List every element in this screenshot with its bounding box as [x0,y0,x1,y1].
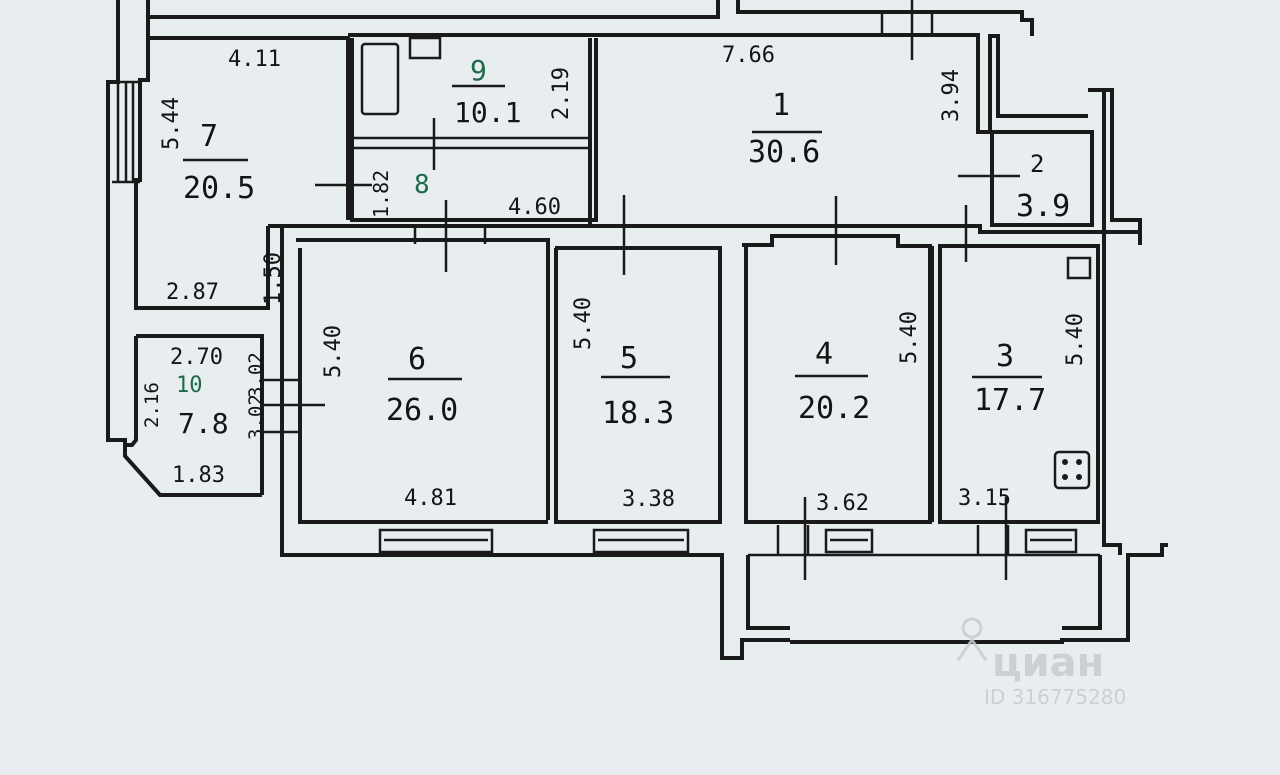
room-10: 10 7.8 [176,373,229,440]
room-1-area: 30.6 [748,135,820,170]
room-9-number: 9 [470,54,487,87]
watermark: циан ID 316775280 [956,617,1126,709]
dim-r7-side: 5.44 [159,97,184,150]
dim-r1-side: 3.94 [939,69,964,122]
dim-r3-bottom: 3.15 [958,486,1011,511]
room-8: 8 [414,170,430,200]
fixtures [360,36,1092,490]
bathtub-icon [360,42,400,116]
room-4-area: 20.2 [798,391,870,426]
room-5-number: 5 [620,341,638,376]
dim-r6-bottom: 4.81 [404,486,457,511]
dim-r4-bottom: 3.62 [816,491,869,516]
room-7: 7 20.5 [183,119,255,206]
dim-r10-right-upper: 3.02 [245,352,267,398]
dim-r10-bottom: 1.83 [172,463,225,488]
room-9-area: 10.1 [454,96,521,129]
room-7-area: 20.5 [183,171,255,206]
room-10-area: 7.8 [178,407,229,440]
room-4-number: 4 [815,337,833,372]
dim-r8-side: 1.82 [369,170,393,218]
door-marks [315,0,1020,580]
dim-r1-top: 7.66 [722,43,775,68]
dim-r10-right-lower: 3.02 [245,394,267,440]
dim-r10-top: 2.70 [170,345,223,370]
dim-r7-bottom: 2.87 [166,280,219,305]
room-1-number: 1 [772,88,790,123]
vent-icon [1066,256,1092,280]
dimensions: 4.11 5.44 2.87 1.50 2.19 1.82 4.60 7.66 … [141,43,1088,516]
dim-r5-side: 5.40 [571,297,596,350]
room-6: 6 26.0 [386,342,458,428]
room-10-number: 10 [176,373,203,398]
room-6-area: 26.0 [386,393,458,428]
stove-icon [1053,450,1091,490]
room-2-area: 3.9 [1016,189,1070,224]
cian-logo-icon [956,617,988,661]
room-2: 2 3.9 [1016,150,1070,224]
room-8-number: 8 [414,170,430,200]
room-3-area: 17.7 [974,383,1046,418]
room-5: 5 18.3 [602,341,674,431]
dim-r3-side: 5.40 [1063,313,1088,366]
room-3: 3 17.7 [974,339,1046,418]
room-4: 4 20.2 [798,337,870,426]
dim-r5-bottom: 3.38 [622,487,675,512]
room-1: 1 30.6 [748,88,820,170]
room-3-number: 3 [996,339,1014,374]
room-6-number: 6 [408,342,426,377]
dim-r6-side: 5.40 [321,325,346,378]
dim-r8-bottom: 4.60 [508,195,561,220]
sink-icon [408,36,442,60]
walls [106,0,1168,660]
watermark-brand: циан [992,640,1104,686]
dim-r7-top: 4.11 [228,47,281,72]
room-5-area: 18.3 [602,396,674,431]
dim-r7-corridor: 1.50 [261,252,286,305]
dim-r4-side: 5.40 [897,311,922,364]
room-2-number: 2 [1030,150,1044,178]
room-9: 9 10.1 [454,54,521,129]
watermark-id: ID 316775280 [984,685,1126,709]
dim-r10-left: 2.16 [141,382,163,428]
dim-r9-side: 2.19 [549,67,574,120]
room-7-number: 7 [200,119,218,154]
label-bars [183,84,1042,381]
